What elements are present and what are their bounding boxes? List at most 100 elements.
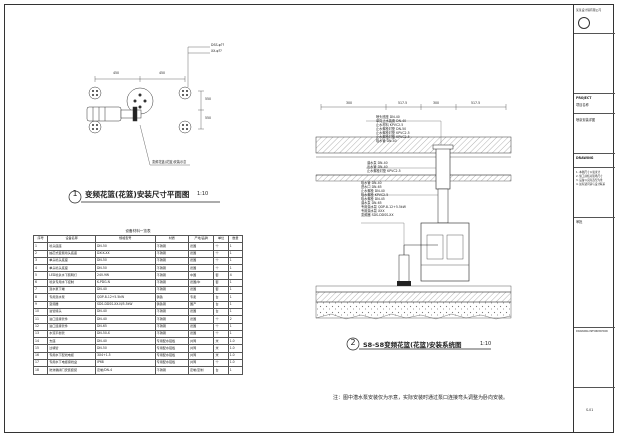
plan-view-drawing — [68, 46, 220, 204]
table-cell: 德国 — [188, 329, 215, 339]
section-labels-middle: 潜水泵 DN-40 出水管 DN-40 止水螺栓衬垫 KPVC2.5 — [367, 161, 401, 173]
table-cell: 台 — [213, 293, 229, 302]
col-header: 序号 — [32, 234, 49, 244]
note-line: 2. 施工前核对现场尺寸 — [576, 175, 603, 178]
section-labels-top: 喷头底座 DN-40 单向止水装置 DN-40 止水材料 KPVC2.5 止水螺… — [376, 115, 410, 143]
section-label: 止水螺栓衬垫 KPVC2.5 — [367, 169, 401, 173]
table-cell: 4 — [32, 264, 49, 273]
table-cell: 喷头底座 — [47, 242, 97, 251]
table-cell: 不锈钢 — [154, 366, 190, 375]
col-header: 材质 — [154, 234, 190, 244]
table-cell: 12 — [32, 322, 49, 331]
table-cell: DN-65 — [95, 322, 156, 331]
table-cell: 5 — [32, 271, 49, 280]
table-cell: 8 — [32, 293, 49, 302]
drawing-sheet: 450 450 550 550 DSS-φ?? XX-φ?? 变频花篮(花篮)安… — [4, 4, 615, 433]
table-cell: 1 — [227, 249, 244, 258]
table-cell: 专用潜水泵 — [47, 293, 97, 302]
section-label: 吸水螺栓 KPVC2.5 — [361, 193, 389, 197]
table-cell: 1 — [227, 322, 244, 331]
table-cell: 台 — [213, 300, 229, 309]
table-cell: 个 — [213, 329, 229, 339]
section-dim-4: 517.5 — [471, 101, 481, 105]
table-cell: 个 — [213, 315, 229, 324]
table-cell: 德国 — [188, 249, 215, 258]
section-scale: 1:10 — [480, 341, 492, 347]
plan-title: 变频花篮(花篮)安装尺寸平面图 — [85, 190, 190, 199]
project-value: 项目名称 — [576, 103, 589, 107]
table-cell: 德国 — [188, 307, 215, 317]
table-cell: DN-40 — [95, 286, 156, 295]
section-label: 专用潜水泵 QDP-8-12+5.5kW — [361, 205, 406, 209]
table-cell: 抽芯式变频喷头底座 — [47, 249, 97, 258]
table-cell: DN-50 — [95, 256, 156, 266]
table-cell: 不锈钢 — [154, 249, 190, 258]
table-cell: 3 — [32, 256, 49, 266]
table-cell: 不锈钢 — [154, 286, 190, 295]
dim-label-4: 550 — [205, 116, 212, 120]
table-cell: DN-50 — [95, 264, 156, 273]
table-cell: 2 — [227, 315, 244, 324]
table-cell: 不锈钢 — [154, 242, 190, 251]
table-cell: 进口连接管件 — [47, 322, 97, 331]
table-cell: 6 — [32, 278, 49, 288]
table-cell: 个 — [213, 256, 229, 266]
table-cell: 24V-9W — [95, 271, 156, 280]
table-cell: 米 — [213, 344, 229, 353]
plan-callout-top-1: DSS-φ?? — [211, 43, 225, 47]
section-label: 单向止水装置 DN-40 — [376, 119, 407, 123]
table-cell: IP68 — [95, 359, 156, 368]
table-cell: 1 — [227, 256, 244, 266]
table-cell: 18 — [32, 366, 49, 375]
section-label: 进水口 DN-65 — [361, 185, 382, 189]
section-label: 吸水管 DN-40 — [376, 139, 397, 143]
note-line: 1. 本图尺寸以毫米计 — [576, 171, 601, 174]
section-label: 喷头底座 DN-40 — [376, 115, 400, 119]
table-cell: 套 — [213, 278, 229, 288]
table-cell: 专用配水铝板 — [154, 351, 190, 361]
table-cell: 1.0 — [227, 351, 244, 361]
project-label: PROJECT — [576, 96, 592, 100]
plan-callout-bottom: 变频花篮(花篮)安装示意 — [152, 160, 187, 164]
titleblock-notes: 1. 本图尺寸以毫米计 2. 施工前核对现场尺寸 3. 设备以实际选型为准 4.… — [576, 171, 605, 187]
table-cell: 进管接头 — [47, 307, 97, 317]
table-cell: 支座 — [47, 337, 97, 346]
table-cell: 台 — [213, 307, 229, 317]
table-cell: 10 — [32, 307, 49, 317]
table-cell: DN-40 — [95, 315, 156, 324]
table-cell: DN-40 — [95, 337, 156, 346]
section-label: 止水螺栓衬垫 DN-50 — [376, 127, 407, 131]
approval-label: 审批 — [576, 220, 583, 224]
section-label: 止水螺栓 DN-40 — [361, 189, 385, 193]
section-title-number: 2 — [350, 338, 356, 347]
table-cell: LED喷泉水下照明灯 — [47, 271, 97, 280]
section-label: 止水材料 KPVC2.5 — [376, 123, 404, 127]
table-cell: 单头喷头底座 — [47, 264, 97, 273]
table-cell: 1 — [32, 242, 49, 251]
table-cell: 1 — [227, 366, 244, 375]
drawing-value: 喷泉安装详图 — [576, 118, 596, 122]
plan-scale: 1:10 — [197, 191, 209, 197]
table-cell: 专卖 — [188, 293, 215, 302]
table-cell: 变频器 — [47, 300, 97, 309]
table-cell: 15 — [32, 344, 49, 353]
dim-label-1: 450 — [113, 71, 120, 75]
table-cell: 潜水泵下端 — [47, 286, 97, 295]
table-cell: 1.0 — [227, 344, 244, 353]
col-header: 数量 — [227, 234, 244, 244]
section-label: 吸水螺栓 DN-45 — [361, 197, 385, 201]
table-cell: 不锈钢 — [154, 315, 190, 324]
table-cell: 铸铁 — [154, 293, 190, 302]
table-cell: 2 — [32, 249, 49, 258]
table-cell: 13 — [32, 329, 49, 339]
table-cell: 德国 — [188, 256, 215, 266]
